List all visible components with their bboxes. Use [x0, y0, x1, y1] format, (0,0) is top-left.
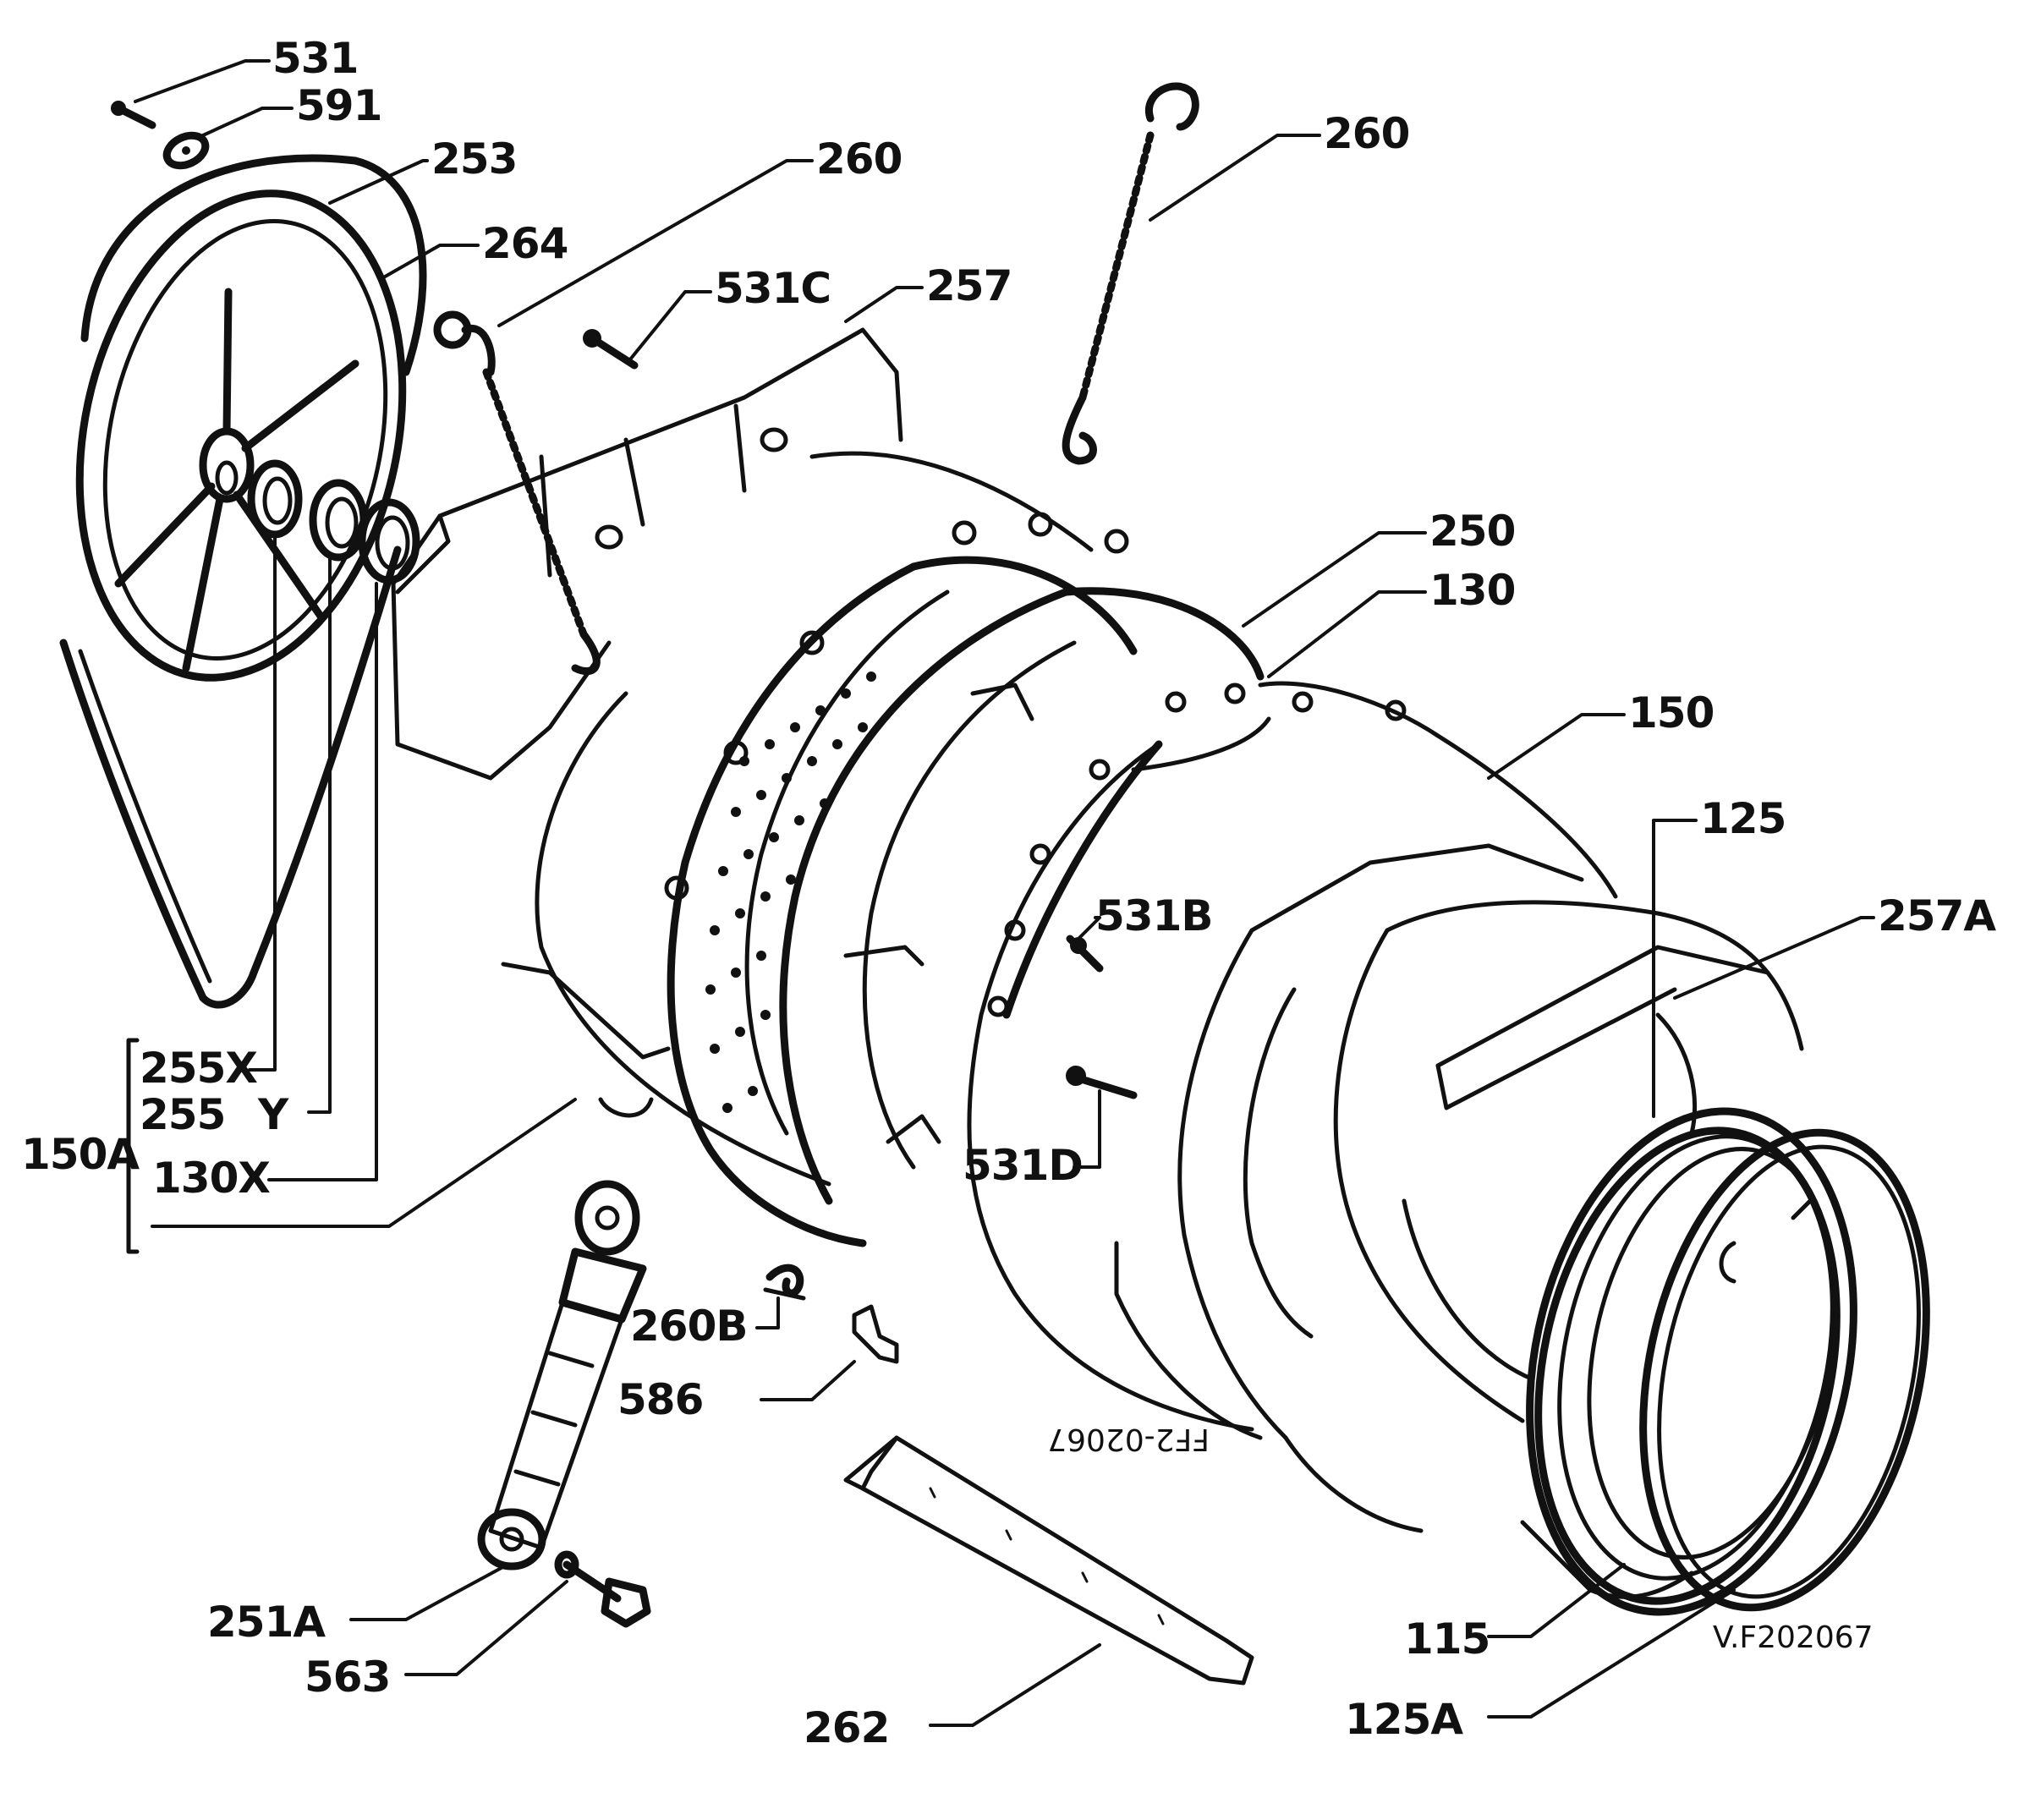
- stamp-text: FF2-02067: [1047, 1422, 1210, 1456]
- leader-531c: [628, 290, 712, 361]
- label-531b: 531B: [1095, 891, 1212, 940]
- clamp-ring-125a: [1639, 1128, 1930, 1612]
- label-531d: 531D: [963, 1141, 1083, 1190]
- part-labels: 531 591 253 264 260 531C 257 260 250 130…: [21, 34, 1997, 1752]
- spring-260-left: [433, 310, 601, 676]
- spring-260-right: [1062, 82, 1199, 465]
- label-130: 130: [1429, 566, 1515, 615]
- label-257a: 257A: [1878, 891, 1996, 940]
- leader-lines: [134, 59, 1875, 1727]
- label-125: 125: [1700, 794, 1786, 843]
- bellows-mount-257a: [1333, 900, 1804, 1599]
- screw-531c: [583, 329, 639, 370]
- leader-130: [1267, 590, 1427, 678]
- leader-531b: [1077, 916, 1101, 940]
- drawing-reference: V.F202067: [1713, 1620, 1874, 1655]
- leader-251a: [349, 1563, 509, 1621]
- label-586: 586: [617, 1375, 703, 1424]
- leader-257a: [1673, 916, 1875, 1000]
- leader-260-left: [497, 159, 814, 327]
- bearing-255x: [247, 459, 303, 539]
- label-253: 253: [431, 134, 517, 184]
- leader-255x: [248, 531, 277, 1072]
- leader-125: [1652, 819, 1698, 1118]
- leader-531: [134, 59, 271, 103]
- leader-125a: [1487, 1588, 1736, 1719]
- label-255y-letter: Y: [257, 1090, 289, 1139]
- screw-531b: [1066, 935, 1104, 973]
- label-531c: 531C: [715, 264, 831, 313]
- leader-130x: [267, 582, 378, 1181]
- leader-260-right: [1149, 134, 1321, 222]
- clip-260b: [763, 1264, 806, 1301]
- rear-tub-257: [391, 327, 1094, 1187]
- leader-563: [404, 1580, 568, 1676]
- leader-250: [1242, 531, 1427, 628]
- bolt-563: [554, 1550, 651, 1628]
- screw-531: [111, 101, 156, 129]
- label-531: 531: [272, 34, 358, 83]
- leader-531d: [1073, 1089, 1101, 1169]
- label-257: 257: [926, 261, 1012, 310]
- leader-586: [760, 1360, 856, 1401]
- leader-150: [1487, 713, 1626, 780]
- label-260-left: 260: [816, 134, 902, 184]
- label-591: 591: [296, 81, 381, 130]
- label-115: 115: [1404, 1614, 1490, 1664]
- seal-130x: [358, 498, 420, 584]
- leader-255y: [307, 552, 332, 1114]
- drum-ring-130: [779, 587, 1271, 1205]
- pulley-253: [75, 189, 407, 682]
- label-150a: 150A: [21, 1130, 140, 1179]
- belt-264: [59, 154, 427, 1009]
- label-255y-number: 255: [140, 1090, 225, 1139]
- drum-250: [664, 512, 1138, 1247]
- label-251a: 251A: [207, 1598, 326, 1647]
- bracket-586: [852, 1304, 899, 1364]
- front-tub-150: [967, 681, 1618, 1533]
- label-130x: 130X: [152, 1154, 270, 1203]
- label-260b: 260B: [630, 1302, 747, 1351]
- door-seal-125: [1526, 1107, 1857, 1616]
- bearing-255y: [309, 479, 368, 562]
- leader-253: [328, 159, 429, 205]
- label-125a: 125A: [1345, 1695, 1463, 1744]
- washer-591: [162, 131, 210, 170]
- label-250: 250: [1429, 507, 1515, 556]
- leader-591: [201, 107, 294, 137]
- leader-257: [844, 286, 924, 323]
- label-262: 262: [804, 1703, 889, 1752]
- counterweight-262: [843, 1435, 1254, 1686]
- shock-absorber-251a: [477, 1180, 647, 1571]
- label-255x: 255X: [140, 1044, 257, 1093]
- leader-264: [379, 244, 480, 281]
- label-264: 264: [482, 219, 568, 268]
- leader-262: [929, 1643, 1101, 1727]
- label-563: 563: [304, 1653, 390, 1702]
- label-150: 150: [1628, 688, 1714, 737]
- leader-115: [1487, 1563, 1626, 1638]
- screw-531d: [1066, 1066, 1138, 1099]
- label-260-right: 260: [1324, 109, 1409, 158]
- leader-260b: [755, 1296, 780, 1329]
- leader-150a: [151, 1098, 577, 1228]
- bracket-150a: [126, 1038, 140, 1254]
